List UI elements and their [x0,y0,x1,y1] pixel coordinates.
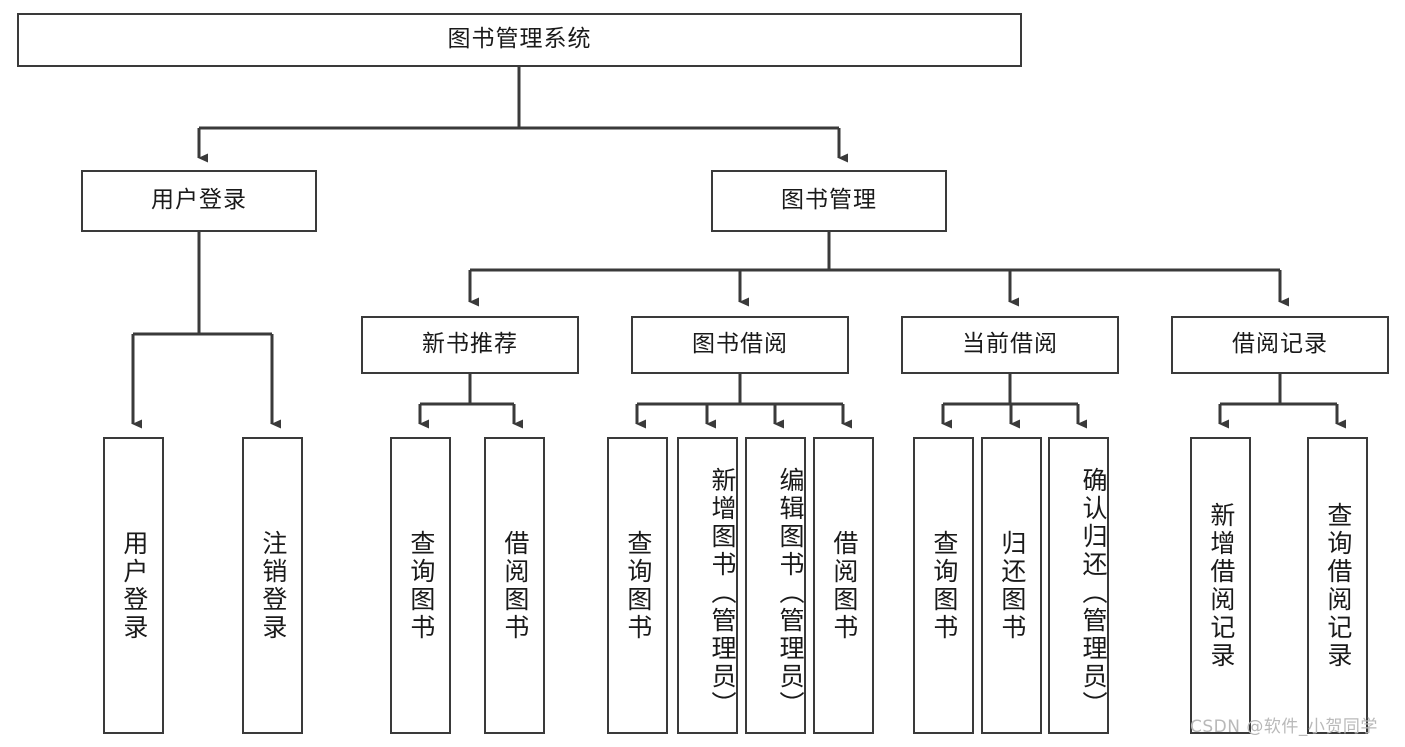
node-leaf-user-login[interactable]: 用户登录 [103,437,164,734]
node-user-login[interactable]: 用户登录 [81,170,317,232]
node-leaf-borrow-borrow-book[interactable]: 借阅图书 [813,437,874,734]
node-label: 用户登录 [151,187,247,214]
node-leaf-borrow-add-book[interactable]: 新增图书（管理员） [677,437,738,734]
node-book-manage[interactable]: 图书管理 [711,170,947,232]
node-label: 注销登录 [258,529,288,642]
node-leaf-rec-query-book[interactable]: 查询图书 [390,437,451,734]
node-current-borrow[interactable]: 当前借阅 [901,316,1119,374]
node-label: 新增借阅记录 [1206,501,1236,670]
node-book-borrow[interactable]: 图书借阅 [631,316,849,374]
node-label: 查询图书 [929,529,959,642]
node-leaf-user-logout[interactable]: 注销登录 [242,437,303,734]
node-leaf-current-query-book[interactable]: 查询图书 [913,437,974,734]
node-leaf-borrow-edit-book[interactable]: 编辑图书（管理员） [745,437,806,734]
node-new-book-rec[interactable]: 新书推荐 [361,316,579,374]
node-root-system[interactable]: 图书管理系统 [17,13,1022,67]
node-label: 借阅记录 [1232,331,1328,358]
node-leaf-current-confirm-return[interactable]: 确认归还（管理员） [1048,437,1109,734]
node-label: 当前借阅 [962,331,1058,358]
node-label: 编辑图书（管理员） [776,466,805,719]
node-label: 借阅图书 [829,529,859,642]
node-label: 借阅图书 [500,529,530,642]
node-label: 用户登录 [119,529,149,642]
node-label: 新书推荐 [422,331,518,358]
node-label: 图书管理系统 [447,26,592,53]
node-label: 查询图书 [406,529,436,642]
node-label: 图书借阅 [692,331,788,358]
node-borrow-record[interactable]: 借阅记录 [1171,316,1389,374]
node-leaf-current-return-book[interactable]: 归还图书 [981,437,1042,734]
node-label: 确认归还（管理员） [1079,466,1108,719]
node-label: 图书管理 [781,187,877,214]
node-label: 归还图书 [997,529,1027,642]
csdn-watermark: CSDN @软件_小贺同学 [1190,717,1378,737]
node-label: 查询借阅记录 [1323,501,1353,670]
node-label: 查询图书 [623,529,653,642]
node-leaf-record-query[interactable]: 查询借阅记录 [1307,437,1368,734]
node-leaf-record-add[interactable]: 新增借阅记录 [1190,437,1251,734]
node-leaf-rec-borrow-book[interactable]: 借阅图书 [484,437,545,734]
node-label: 新增图书（管理员） [708,466,737,719]
node-leaf-borrow-query-book[interactable]: 查询图书 [607,437,668,734]
